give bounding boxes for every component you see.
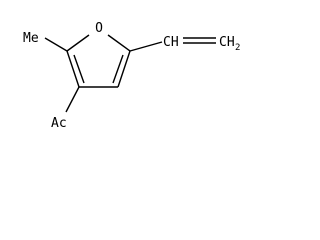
methyl-label: Me [23, 31, 39, 46]
molecule-structure: O Me Ac CH CH 2 [23, 21, 240, 131]
bond-c2-c3 [66, 50, 80, 88]
vinyl-ch2-label: CH [219, 35, 235, 50]
bond-c3-acetyl [65, 86, 80, 113]
bond-c4-c5-inner [112, 54, 124, 84]
oxygen-atom-label: O [95, 21, 103, 36]
vinyl-ch2-subscript: 2 [235, 43, 240, 53]
bond-c2-c3-inner [73, 54, 85, 84]
bond-c5-vinyl [129, 41, 163, 52]
bond-c2-methyl [44, 37, 68, 52]
vinyl-ch-label: CH [163, 35, 179, 50]
bond-o-c2 [66, 34, 90, 52]
bond-c5-o [107, 34, 131, 52]
bond-c4-c5 [117, 50, 131, 88]
acetyl-label: Ac [51, 116, 67, 131]
